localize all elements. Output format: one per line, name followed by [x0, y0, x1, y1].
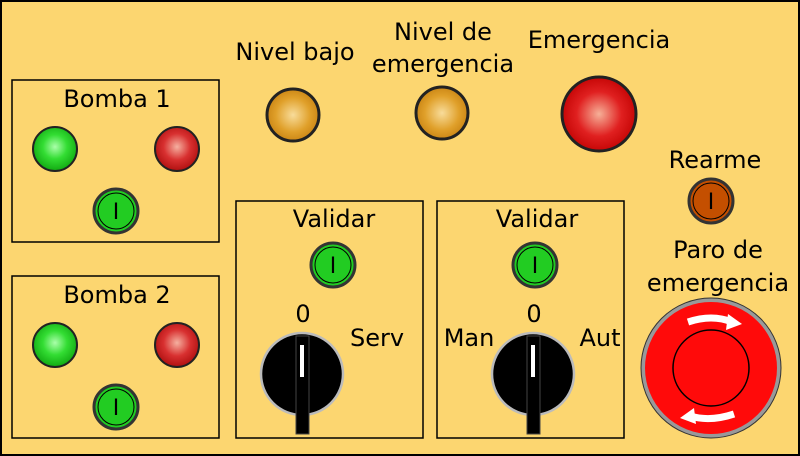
pump1-group: Bomba 1 I — [11, 79, 220, 243]
rotate-arrow-icon — [686, 314, 734, 326]
validate2-button[interactable]: I — [511, 241, 559, 289]
validate1-group: Validar I 0 Serv — [235, 200, 424, 439]
pump2-group: Bomba 2 I — [11, 275, 220, 439]
validate1-selector-switch[interactable] — [259, 331, 345, 435]
validate2-pos-zero: 0 — [526, 300, 541, 328]
validate2-pos-right: Aut — [579, 324, 620, 352]
emergency-label: Emergencia — [528, 26, 671, 54]
emergency-level-label-2: emergencia — [372, 50, 514, 78]
emergency-level-lamp — [414, 85, 470, 141]
validate1-title: Validar — [293, 205, 376, 233]
pump1-run-lamp — [32, 126, 78, 172]
low-level-lamp — [265, 87, 321, 143]
validate1-pos-right: Serv — [350, 324, 404, 352]
emergency-lamp — [560, 75, 638, 153]
validate2-pos-left: Man — [444, 324, 495, 352]
validate2-group: Validar I Man 0 Aut — [436, 200, 625, 439]
reset-label: Rearme — [669, 146, 762, 174]
pump2-start-button[interactable]: I — [92, 383, 140, 431]
validate2-selector-switch[interactable] — [490, 331, 576, 435]
pump2-fault-lamp — [154, 322, 200, 368]
estop-label-2: emergencia — [647, 269, 789, 297]
pump1-start-button[interactable]: I — [92, 187, 140, 235]
pump2-title: Bomba 2 — [63, 281, 170, 309]
low-level-label: Nivel bajo — [235, 38, 354, 66]
pump2-button-label: I — [113, 396, 120, 421]
validate2-title: Validar — [496, 205, 579, 233]
estop-label-1: Paro de — [673, 236, 763, 264]
pump1-button-label: I — [113, 200, 120, 225]
reset-button-label: I — [708, 190, 715, 215]
pump1-title: Bomba 1 — [63, 85, 170, 113]
validate2-button-label: I — [532, 254, 539, 279]
emergency-stop-button[interactable] — [640, 297, 782, 439]
validate1-pos-zero: 0 — [295, 300, 310, 328]
validate1-button-label: I — [330, 254, 337, 279]
emergency-level-label-1: Nivel de — [394, 18, 492, 46]
pump1-fault-lamp — [154, 126, 200, 172]
validate1-button[interactable]: I — [309, 241, 357, 289]
reset-button[interactable]: I — [687, 177, 735, 225]
pump2-run-lamp — [32, 322, 78, 368]
